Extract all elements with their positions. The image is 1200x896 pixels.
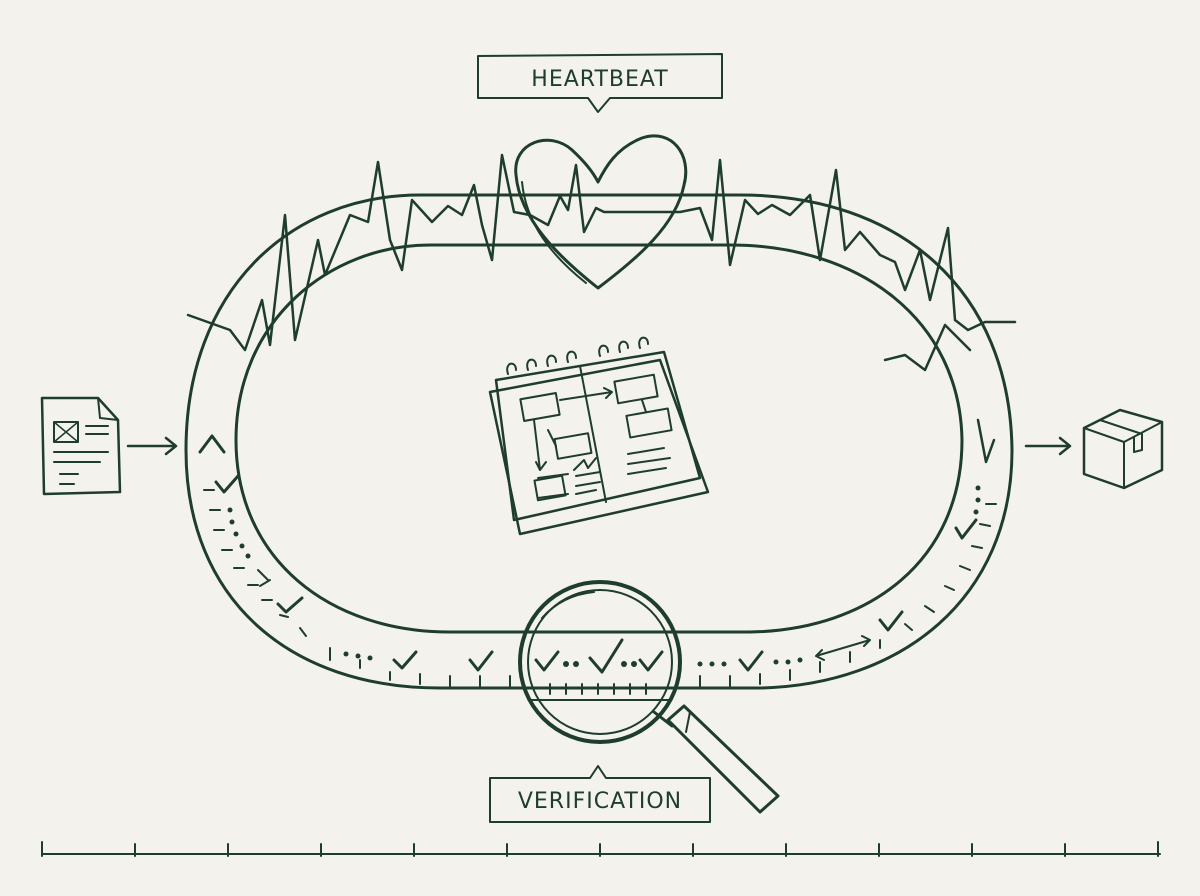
track-checkmarks: [214, 474, 978, 672]
bottom-ruler: [41, 841, 1161, 857]
heartbeat-label-text: HEARTBEAT: [531, 67, 668, 92]
pulse-line: [186, 153, 1017, 372]
input-arrow: [126, 436, 178, 456]
verification-label: VERIFICATION: [489, 765, 711, 823]
verification-label-text: VERIFICATION: [518, 789, 682, 814]
planner-notebook-icon: [488, 336, 710, 536]
loop-track: [184, 193, 1014, 690]
track-dots: [227, 485, 981, 667]
magnifying-glass-icon: [518, 580, 780, 814]
track-tick-marks: [203, 489, 997, 687]
track-direction-marks: [198, 418, 996, 661]
heart-pulse-icon: [514, 134, 688, 290]
heartbeat-label: HEARTBEAT: [477, 53, 723, 113]
package-box-icon: [1082, 408, 1164, 490]
document-icon: [40, 396, 122, 496]
output-arrow: [1024, 436, 1072, 456]
